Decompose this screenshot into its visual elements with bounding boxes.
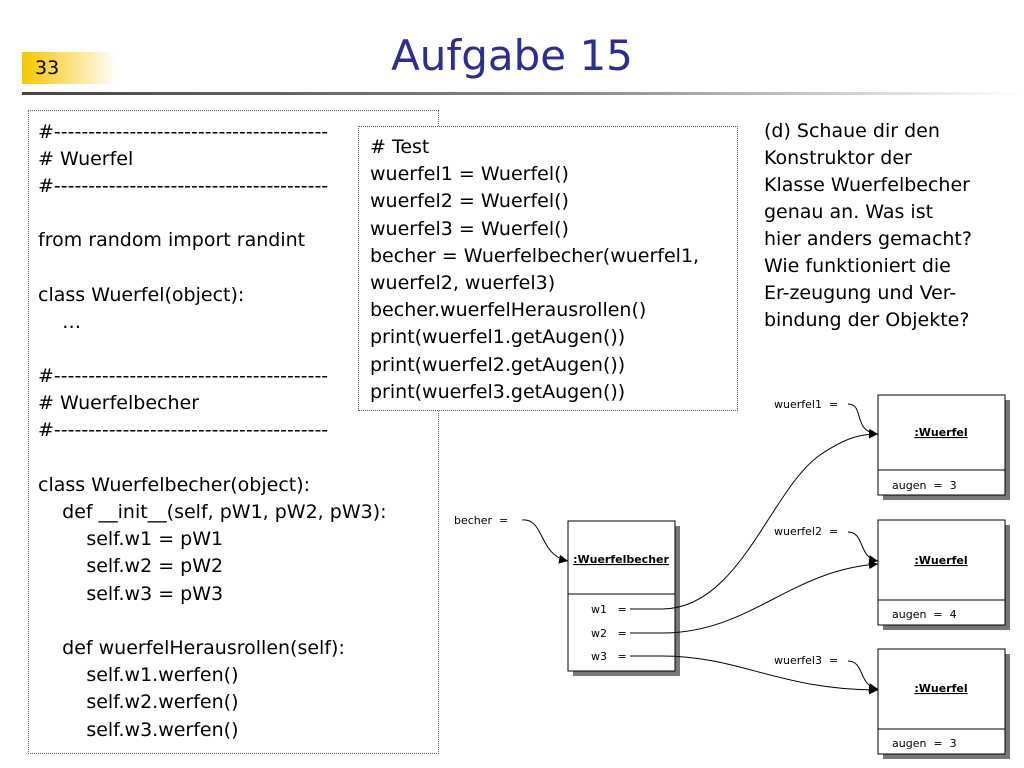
- test-line: wuerfel2, wuerfel3): [370, 272, 556, 295]
- test-line: becher = Wuerfelbecher(wuerfel1,: [370, 244, 700, 267]
- w2-reference-arrow: [630, 560, 879, 634]
- test-line: print(wuerfel2.getAugen()): [370, 353, 626, 376]
- test-line: wuerfel3 = Wuerfel(): [370, 217, 569, 240]
- becher-attr-w2: w2 =: [591, 627, 627, 640]
- w1-reference-arrow: [630, 429, 879, 610]
- slide-title: Aufgabe 15: [391, 31, 633, 80]
- test-line: becher.wuerfelHerausrollen(): [370, 299, 647, 322]
- question-line: Konstruktor der: [764, 147, 912, 169]
- test-line: print(wuerfel3.getAugen()): [370, 380, 626, 403]
- w3-reference-arrow: [630, 655, 879, 695]
- code-line: …: [38, 311, 82, 333]
- object-diagram: :Wuerfel augen = 3 :Wuerfel augen = 4 :W…: [454, 394, 1010, 759]
- code-line: #---------------------------------------…: [38, 365, 329, 387]
- code-line: self.w2.werfen(): [38, 691, 239, 713]
- test-line: wuerfel1 = Wuerfel(): [370, 163, 569, 186]
- becher-arrow: [521, 519, 569, 564]
- code-line: class Wuerfelbecher(object):: [38, 474, 311, 496]
- question-text: (d) Schaue dir den Konstruktor der Klass…: [764, 118, 1014, 334]
- question-line: Klasse Wuerfelbecher: [764, 174, 970, 196]
- test-line: # Test: [370, 136, 430, 158]
- code-line: # Wuerfelbecher: [38, 392, 200, 414]
- wuerfel-object-3: :Wuerfel augen = 3: [877, 648, 1010, 759]
- wuerfel3-var-arrow: [847, 660, 879, 693]
- wuerfel1-var-arrow: [847, 403, 879, 438]
- code-line: #---------------------------------------…: [38, 419, 329, 441]
- code-listing-box: [28, 110, 439, 754]
- wuerfel2-augen: augen = 4: [892, 608, 957, 621]
- question-line: hier anders gemacht?: [764, 228, 972, 250]
- test-line: wuerfel2 = Wuerfel(): [370, 190, 569, 213]
- code-line: self.w1.werfen(): [38, 664, 239, 686]
- wuerfel-object-1: :Wuerfel augen = 3: [877, 394, 1010, 500]
- wuerfel1-augen: augen = 3: [892, 479, 957, 492]
- question-line: (d) Schaue dir den: [764, 120, 940, 142]
- becher-attr-w1: w1 =: [591, 603, 627, 616]
- wuerfel-object-2: :Wuerfel augen = 4: [877, 519, 1010, 630]
- code-line: self.w3 = pW3: [38, 583, 224, 605]
- wuerfel2-variable: wuerfel2 =: [774, 525, 838, 538]
- wuerfelbecher-object: :Wuerfelbecher w1 = w2 = w3 =: [567, 520, 680, 676]
- code-line: self.w1 = pW1: [38, 528, 224, 550]
- wuerfel3-variable: wuerfel3 =: [774, 654, 838, 667]
- code-line: from random import randint: [38, 229, 306, 251]
- becher-title: :Wuerfelbecher: [573, 553, 669, 566]
- becher-variable: becher =: [454, 514, 508, 527]
- code-line: self.w2 = pW2: [38, 555, 224, 577]
- becher-attr-w3: w3 =: [591, 650, 627, 663]
- wuerfel2-title: :Wuerfel: [914, 554, 967, 567]
- slide-number: 33: [22, 52, 117, 84]
- wuerfel3-augen: augen = 3: [892, 737, 957, 750]
- test-line: print(wuerfel1.getAugen()): [370, 326, 626, 349]
- test-code-box: # Test wuerfel1 = Wuerfel() wuerfel2 = W…: [358, 126, 738, 411]
- wuerfel1-title: :Wuerfel: [914, 426, 967, 439]
- code-line: #---------------------------------------…: [38, 121, 329, 143]
- title-divider: [22, 92, 1024, 95]
- question-line: Er-zeugung und Ver-: [764, 282, 957, 304]
- question-line: genau an. Was ist: [764, 201, 934, 223]
- code-line: #---------------------------------------…: [38, 175, 329, 197]
- code-line: self.w3.werfen(): [38, 719, 239, 741]
- wuerfel3-title: :Wuerfel: [914, 682, 967, 695]
- code-line: def __init__(self, pW1, pW2, pW3):: [38, 501, 387, 523]
- wuerfel2-var-arrow: [847, 531, 879, 565]
- question-line: Wie funktioniert die: [764, 255, 951, 277]
- wuerfel1-variable: wuerfel1 =: [774, 398, 838, 411]
- code-line: def wuerfelHerausrollen(self):: [38, 637, 345, 659]
- code-line: # Wuerfel: [38, 148, 134, 170]
- code-line: class Wuerfel(object):: [38, 284, 245, 306]
- question-line: bindung der Objekte?: [764, 309, 970, 331]
